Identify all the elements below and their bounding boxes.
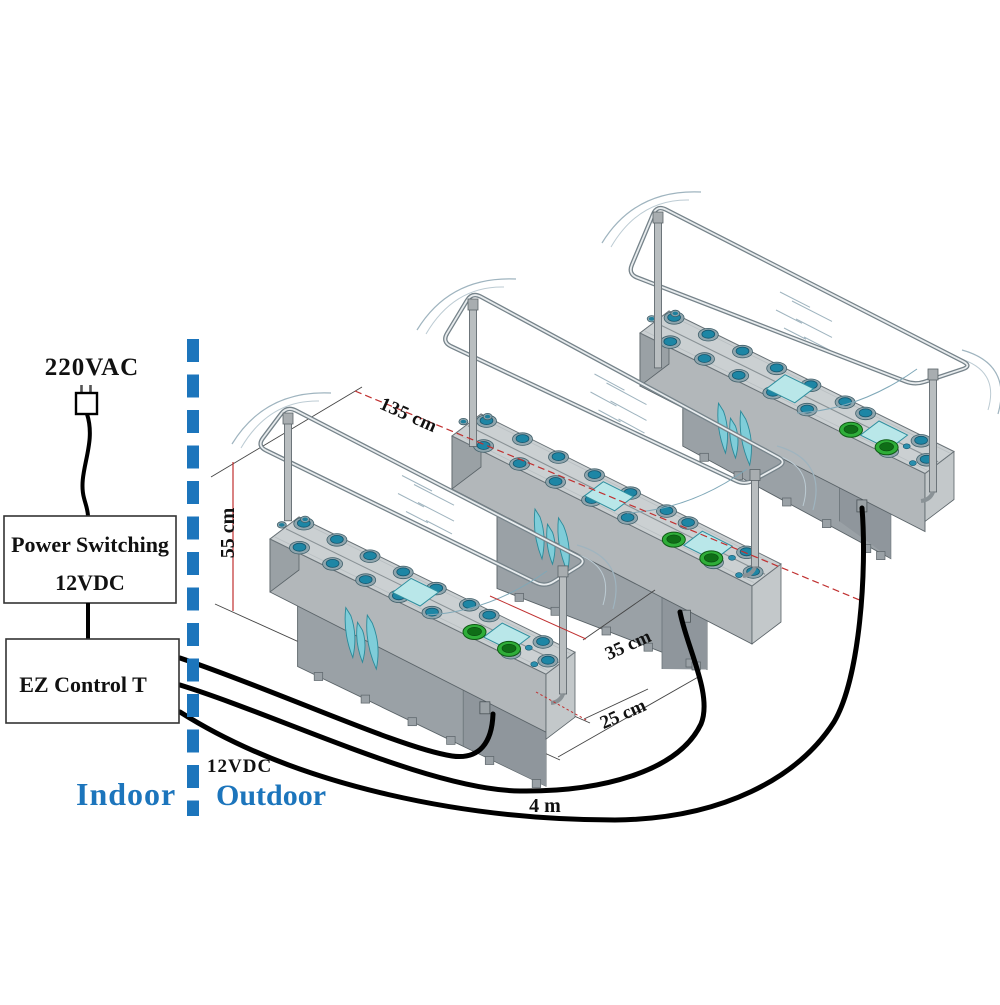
- svg-text:12VDC: 12VDC: [207, 756, 272, 777]
- svg-text:Power Switching: Power Switching: [11, 532, 169, 557]
- svg-text:220VAC: 220VAC: [45, 354, 139, 381]
- svg-text:EZ Control T: EZ Control T: [19, 672, 147, 697]
- svg-text:Outdoor: Outdoor: [216, 779, 326, 812]
- svg-text:12VDC: 12VDC: [55, 570, 125, 595]
- svg-text:4 m: 4 m: [529, 795, 561, 817]
- svg-text:Indoor: Indoor: [76, 776, 176, 812]
- svg-text:55 cm: 55 cm: [217, 507, 239, 558]
